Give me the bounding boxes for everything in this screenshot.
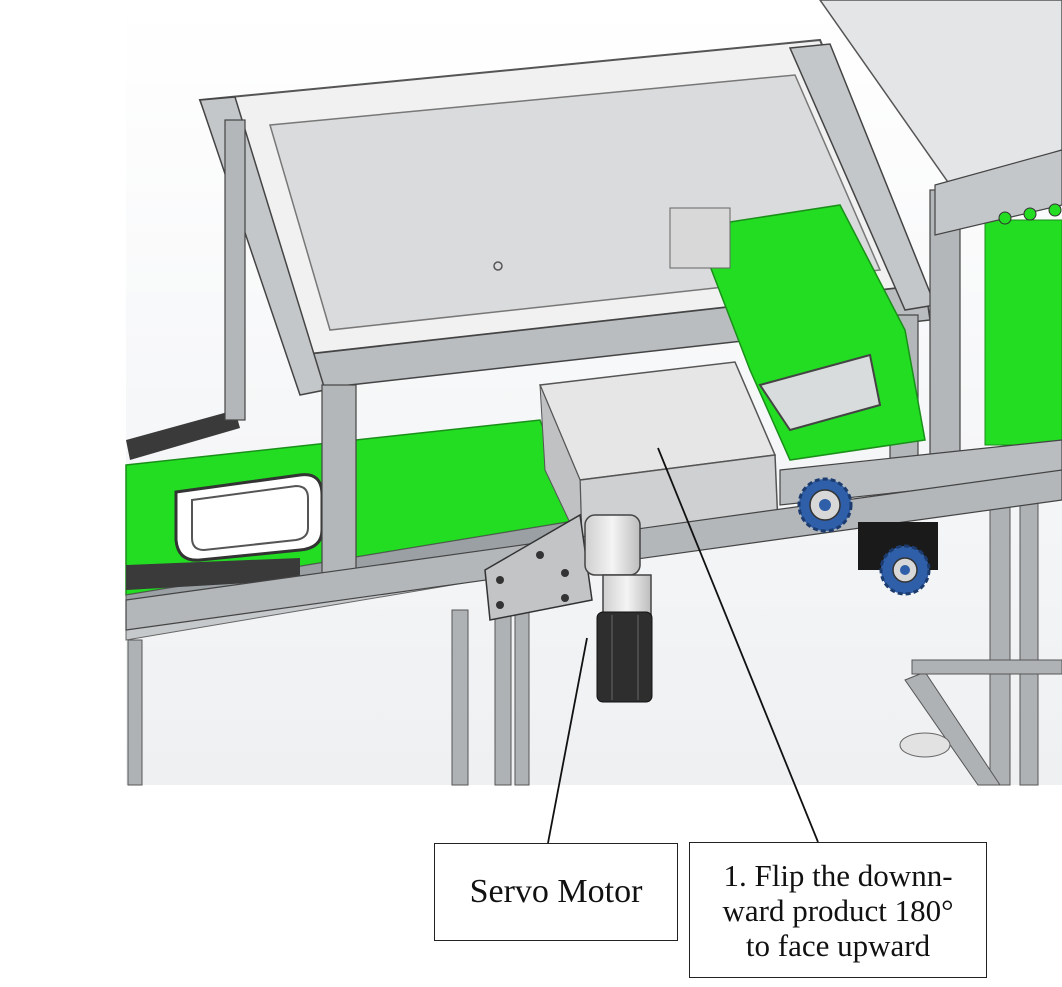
- servo-motor-label: Servo Motor: [434, 843, 678, 941]
- sprocket-upper: [797, 477, 853, 533]
- leader-line-servo: [547, 637, 588, 844]
- leveling-foot: [899, 732, 951, 758]
- flip-step-label: 1. Flip the downn- ward product 180° to …: [689, 842, 987, 978]
- sprocket-lower: [858, 522, 938, 596]
- mounting-plate: [484, 513, 593, 621]
- adjacent-station: [779, 0, 1062, 506]
- product-tray-right: [758, 353, 882, 432]
- frame-posts: [224, 119, 961, 581]
- right-conveyor: [669, 204, 926, 461]
- servo-motor: [584, 514, 653, 703]
- flip-step-line-1: 1. Flip the downn-: [723, 857, 953, 893]
- product-tray-left: [174, 473, 324, 562]
- flip-step-line-3: to face upward: [745, 927, 931, 963]
- leader-line-flip: [657, 447, 819, 843]
- flip-step-line-2: ward product 180°: [722, 892, 954, 928]
- lower-support-legs: [127, 489, 1062, 786]
